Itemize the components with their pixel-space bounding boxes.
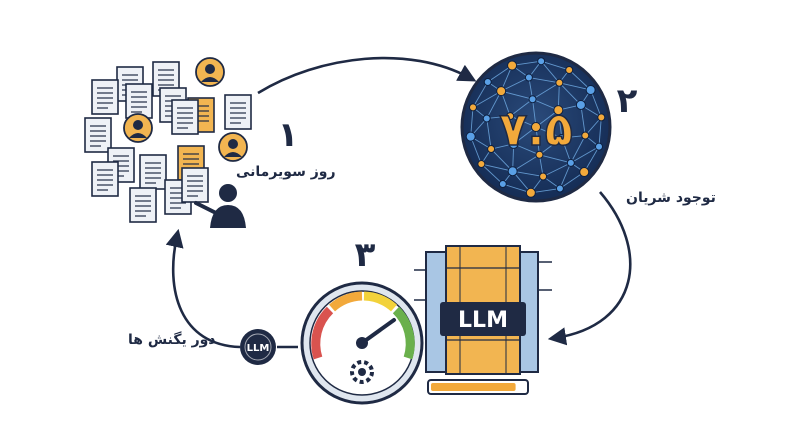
network-node [468, 103, 477, 112]
network-link [541, 60, 570, 71]
network-link [486, 118, 492, 150]
network-node [508, 138, 519, 149]
step-3-number: ۳ [355, 235, 376, 275]
network-node [555, 78, 564, 87]
llm-server-icon: LLM [414, 245, 552, 395]
network-node [498, 180, 507, 189]
network-link [570, 146, 600, 164]
network-link [501, 90, 533, 100]
network-link [512, 154, 540, 172]
network-node [531, 122, 541, 132]
step-1-number: ۱ [278, 115, 299, 155]
network-link [580, 104, 586, 136]
network-node [465, 131, 476, 142]
network-node [579, 167, 590, 178]
network-node [581, 131, 590, 140]
cycle-badge-label: LLM [247, 343, 270, 354]
network-node [555, 184, 564, 193]
network-node [575, 99, 586, 110]
network-node [597, 113, 606, 122]
network-node [482, 114, 491, 123]
network-node [525, 187, 536, 198]
neural-network-icon [460, 51, 612, 203]
progress-bar-fill [431, 383, 516, 391]
presenter-icon [194, 184, 246, 228]
llm-cycle-badge: LLM [240, 329, 276, 365]
network-node [496, 86, 507, 97]
llm-chip-label: LLM [458, 308, 508, 333]
arrow-1-to-2 [257, 56, 477, 95]
network-value: ۷.۵ [499, 102, 573, 156]
network-node [528, 95, 537, 104]
arrow-badge-to-1 [165, 228, 241, 349]
performance-gauge-icon [300, 281, 424, 405]
network-link [539, 137, 563, 156]
network-link [539, 154, 571, 164]
network-node [483, 77, 492, 86]
network-node [539, 172, 548, 181]
network-link [490, 148, 513, 172]
network-link [559, 162, 572, 189]
network-link [500, 77, 530, 92]
network-link [540, 60, 560, 84]
network-link [486, 90, 502, 119]
network-node [537, 57, 546, 66]
network-node [566, 158, 575, 167]
network-link [481, 163, 513, 172]
network-link [509, 98, 533, 117]
network-link [598, 117, 602, 147]
network-link [528, 77, 560, 84]
network-link [481, 163, 504, 185]
network-node [553, 105, 564, 116]
network-link [570, 135, 586, 164]
network-link [561, 137, 572, 164]
network-node [506, 112, 515, 121]
network-node [507, 166, 518, 177]
network-node [524, 73, 533, 82]
network-node [507, 60, 518, 71]
network-link [559, 82, 582, 106]
network-node [585, 84, 596, 95]
network-node [477, 160, 486, 169]
cycle-label: دور یگنش ها [128, 332, 216, 348]
step-2-number: ۲ [617, 81, 638, 121]
network-link [532, 82, 560, 100]
network-node [557, 133, 566, 142]
network-node [565, 65, 574, 74]
step-2-label: توجود شریان [626, 190, 716, 206]
network-link [559, 82, 591, 91]
network-link [472, 81, 489, 108]
network-link [512, 170, 544, 177]
arrow-2-to-3 [547, 191, 632, 346]
step-1-label: روز سویرمانی [236, 164, 336, 180]
network-node [595, 142, 604, 151]
network-node [535, 150, 544, 159]
network-link [472, 90, 502, 108]
network-node [487, 145, 496, 154]
network-link [542, 162, 572, 177]
network-link [584, 117, 602, 136]
